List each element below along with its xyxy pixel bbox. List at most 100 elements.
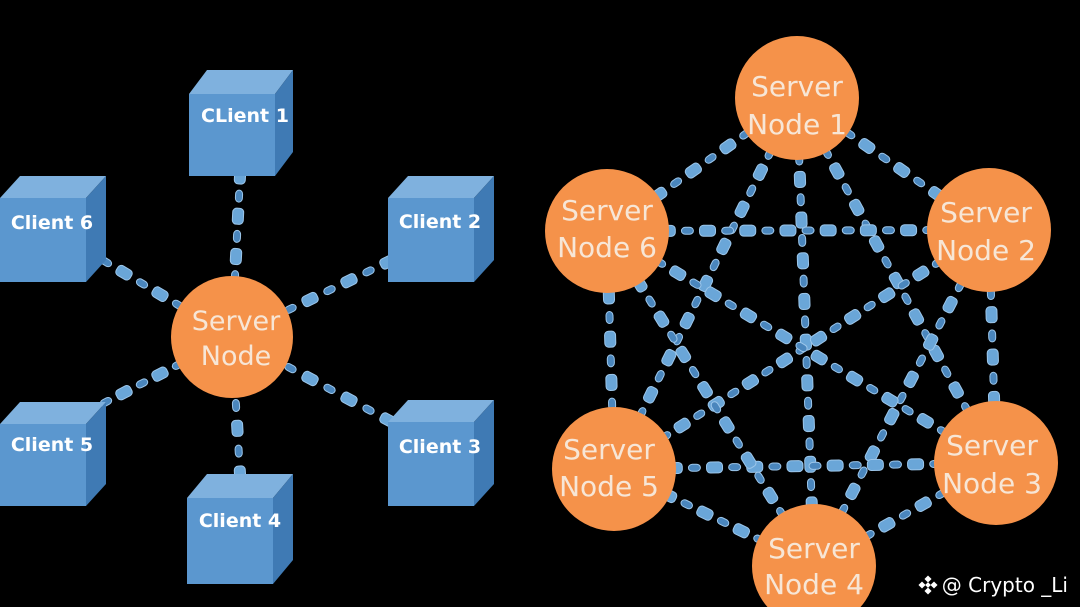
chain-link [829, 162, 845, 180]
chain-link [942, 295, 958, 314]
chain-link [793, 170, 807, 188]
chain-link [801, 374, 814, 392]
chain-link [606, 354, 615, 368]
chain-link [760, 320, 773, 332]
chain-link [231, 207, 245, 225]
chain-link [688, 365, 700, 379]
server-node-6-line1: Server [561, 194, 653, 227]
server-node-1-line2: Node 1 [747, 108, 847, 141]
chain-link [768, 462, 782, 471]
chain-link [754, 471, 765, 484]
chain-link [761, 366, 774, 377]
client-1-label: CLient 1 [201, 105, 289, 127]
chain-link [985, 306, 998, 324]
server-node-2-line1: Server [940, 196, 1032, 229]
chain-link [948, 381, 964, 399]
chain-link [642, 386, 659, 404]
chain-link [234, 189, 244, 203]
client-4-box: Client 4 [187, 474, 293, 584]
chain-link [740, 451, 757, 469]
chain-link [799, 274, 808, 288]
chain-link [845, 482, 861, 501]
chain-link [878, 517, 896, 533]
chain-link [115, 264, 133, 281]
chain-link [809, 330, 828, 347]
chain-link [654, 370, 665, 383]
chain-link [704, 153, 717, 164]
chain-link [888, 460, 902, 469]
chain-link [670, 177, 683, 188]
chain-link [884, 407, 900, 426]
client-5-label: Client 5 [11, 434, 93, 456]
server-node-3-line2: Node 3 [942, 467, 1042, 500]
chain-link [903, 370, 919, 389]
chain-link [645, 295, 656, 308]
chain-link [841, 226, 855, 235]
chain-link [878, 152, 891, 164]
chain-link [732, 523, 751, 539]
chain-link [989, 371, 998, 385]
chain-link [908, 308, 925, 326]
chain-link [721, 226, 735, 235]
chain-link [881, 391, 899, 408]
chain-link [340, 391, 358, 407]
chain-link [752, 163, 769, 181]
chain-link [691, 295, 702, 309]
chain-link [716, 516, 730, 527]
client-2-box: Client 2 [388, 176, 494, 282]
chain-link [667, 330, 678, 343]
chain-link [808, 461, 822, 470]
chain-link [898, 509, 912, 520]
central-server-line1: Server [192, 306, 281, 337]
chain-link [301, 291, 319, 308]
chain-link [323, 285, 336, 296]
chain-link [795, 211, 808, 229]
chain-link [804, 396, 813, 410]
chain-link [916, 412, 934, 429]
server-node-1: Server Node 1 [735, 36, 859, 160]
chain-link [900, 224, 918, 237]
mesh-chain-1-4 [790, 89, 820, 573]
chain-link [866, 458, 884, 471]
server-node-6-line2: Node 6 [557, 231, 657, 264]
chain-link [897, 279, 910, 290]
chain-link [868, 235, 885, 253]
chain-link [115, 385, 133, 401]
chain-link [684, 162, 703, 179]
client-6-label: Client 6 [11, 212, 93, 234]
chain-link [845, 370, 864, 387]
chain-link [841, 183, 852, 196]
chain-link [135, 378, 149, 389]
chain-link [802, 356, 811, 370]
chain-link [858, 137, 876, 155]
chain-link [762, 486, 779, 505]
chain-link [913, 176, 926, 188]
chain-link [135, 278, 149, 289]
chain-link [340, 273, 358, 289]
chain-link [229, 247, 243, 266]
chain-link [802, 415, 815, 433]
chain-link [829, 322, 842, 333]
chain-link [914, 496, 932, 512]
chain-link [941, 365, 952, 378]
chain-link [716, 237, 732, 256]
chain-link [775, 328, 793, 345]
client-5-box: Client 5 [0, 402, 106, 506]
chain-link [719, 138, 737, 155]
chain-link [901, 405, 914, 416]
chain-link [741, 374, 760, 391]
server-node-2: Server Node 2 [927, 168, 1051, 292]
chain-link [605, 373, 618, 391]
chain-link [669, 265, 687, 282]
chain-link [826, 459, 844, 472]
chain-link [605, 311, 614, 325]
chain-link [710, 401, 722, 414]
server-node-4-line2: Node 4 [764, 568, 864, 601]
chain-link [704, 286, 722, 303]
chain-link [661, 348, 677, 367]
watermark: @ Crypto _Li [918, 573, 1068, 597]
chain-link [819, 224, 837, 237]
client-6-box: Client 6 [0, 176, 106, 282]
